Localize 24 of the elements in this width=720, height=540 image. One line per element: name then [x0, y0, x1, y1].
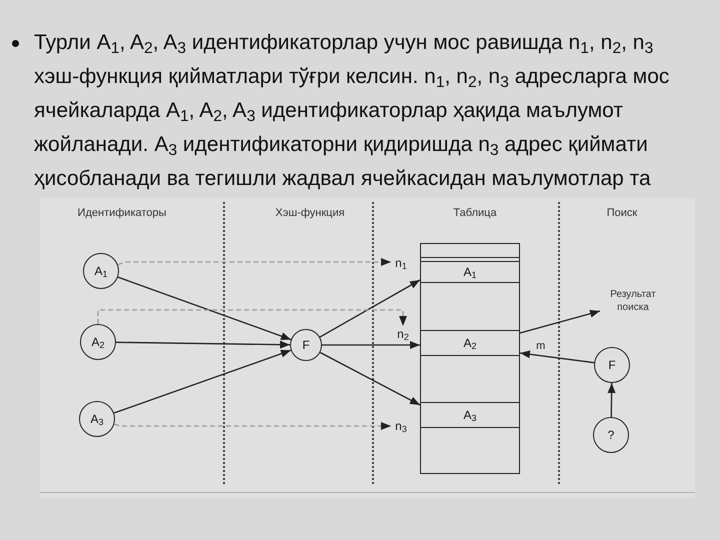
table-cell: A$_{3}$: [420, 402, 520, 428]
bullet-text: Турли A$_{1}$, A$_{2}$, A$_{3}$ идентификаторлар учун мос равишда n$_{1}$, n$_{2}$, n$_{3}$ хэш-функция қийматлари тўғри келсин. n$_{1}$, n$_{2}$, n$_{3}$ адресларга мос ячейкаларда A$_{1}$, A$_{2}$, A$_{3}$ идентификаторлар ҳақида маълумот жойланади. A$_{3}$ идентификаторни қидиришда n$_{3}$ адрес қиймати ҳисобланади ва тегишли жадвал ячейкасидан маълумотлар та: [34, 30, 670, 192]
arrow: [116, 340, 290, 349]
result-label: Результат поиска: [600, 288, 666, 314]
arrow: [114, 350, 292, 414]
column-header: Поиск: [606, 206, 638, 221]
table-cell: A$_{1}$: [420, 261, 520, 283]
column-header: Идентификаторы: [78, 206, 166, 221]
arrow: [520, 350, 594, 364]
address-label: n$_{3}$: [391, 418, 411, 434]
arrow: [118, 276, 292, 340]
column-header: Таблица: [453, 206, 497, 221]
address-label: n$_{1}$: [391, 255, 411, 271]
arrow: [320, 279, 420, 338]
arrow: [608, 383, 616, 417]
column-header: Хэш-функция: [275, 206, 345, 221]
arrow: [118, 258, 391, 266]
address-label: n$_{2}$: [395, 326, 411, 342]
arrow: [520, 310, 600, 334]
arrow: [322, 341, 420, 349]
arrow: [97, 309, 407, 326]
arrow: [114, 422, 391, 430]
arrow: [320, 352, 420, 406]
table-cell: A$_{2}$: [420, 330, 520, 356]
